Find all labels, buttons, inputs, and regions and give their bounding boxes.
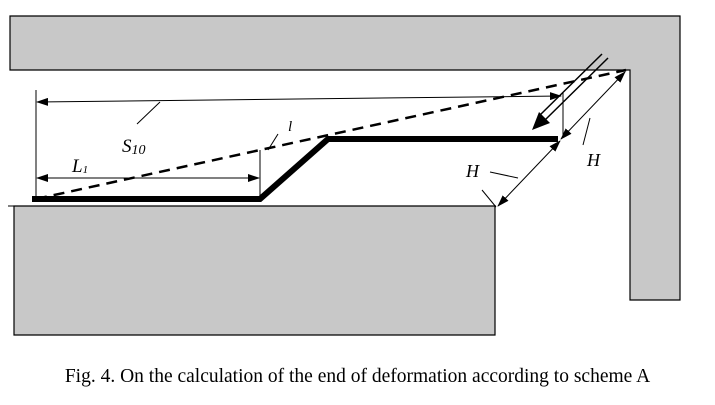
figure-caption: Fig. 4. On the calculation of the end of… [64,366,651,387]
label-h-outer: H [586,150,601,170]
label-h-inner: H [465,161,480,181]
force-arrow-head [532,112,550,130]
s10-dimension-line [36,92,562,106]
upper-die [9,15,681,301]
chord-line-l [35,68,627,201]
deformation-diagram: S10 L1 l H H [8,15,681,336]
l-leader [267,133,279,151]
label-s10: S10 [122,136,146,158]
h-inner-leader [489,171,519,179]
label-l: l [288,119,292,135]
s10-leader [136,101,161,125]
lower-block [13,205,496,336]
label-l1: L1 [71,156,88,177]
h-inner-dimension-line [497,140,561,207]
deformed-profile [32,136,558,202]
h-outer-leader [582,117,591,146]
h-inner-extension [481,189,497,208]
h-outer-dimension-line [560,71,626,140]
